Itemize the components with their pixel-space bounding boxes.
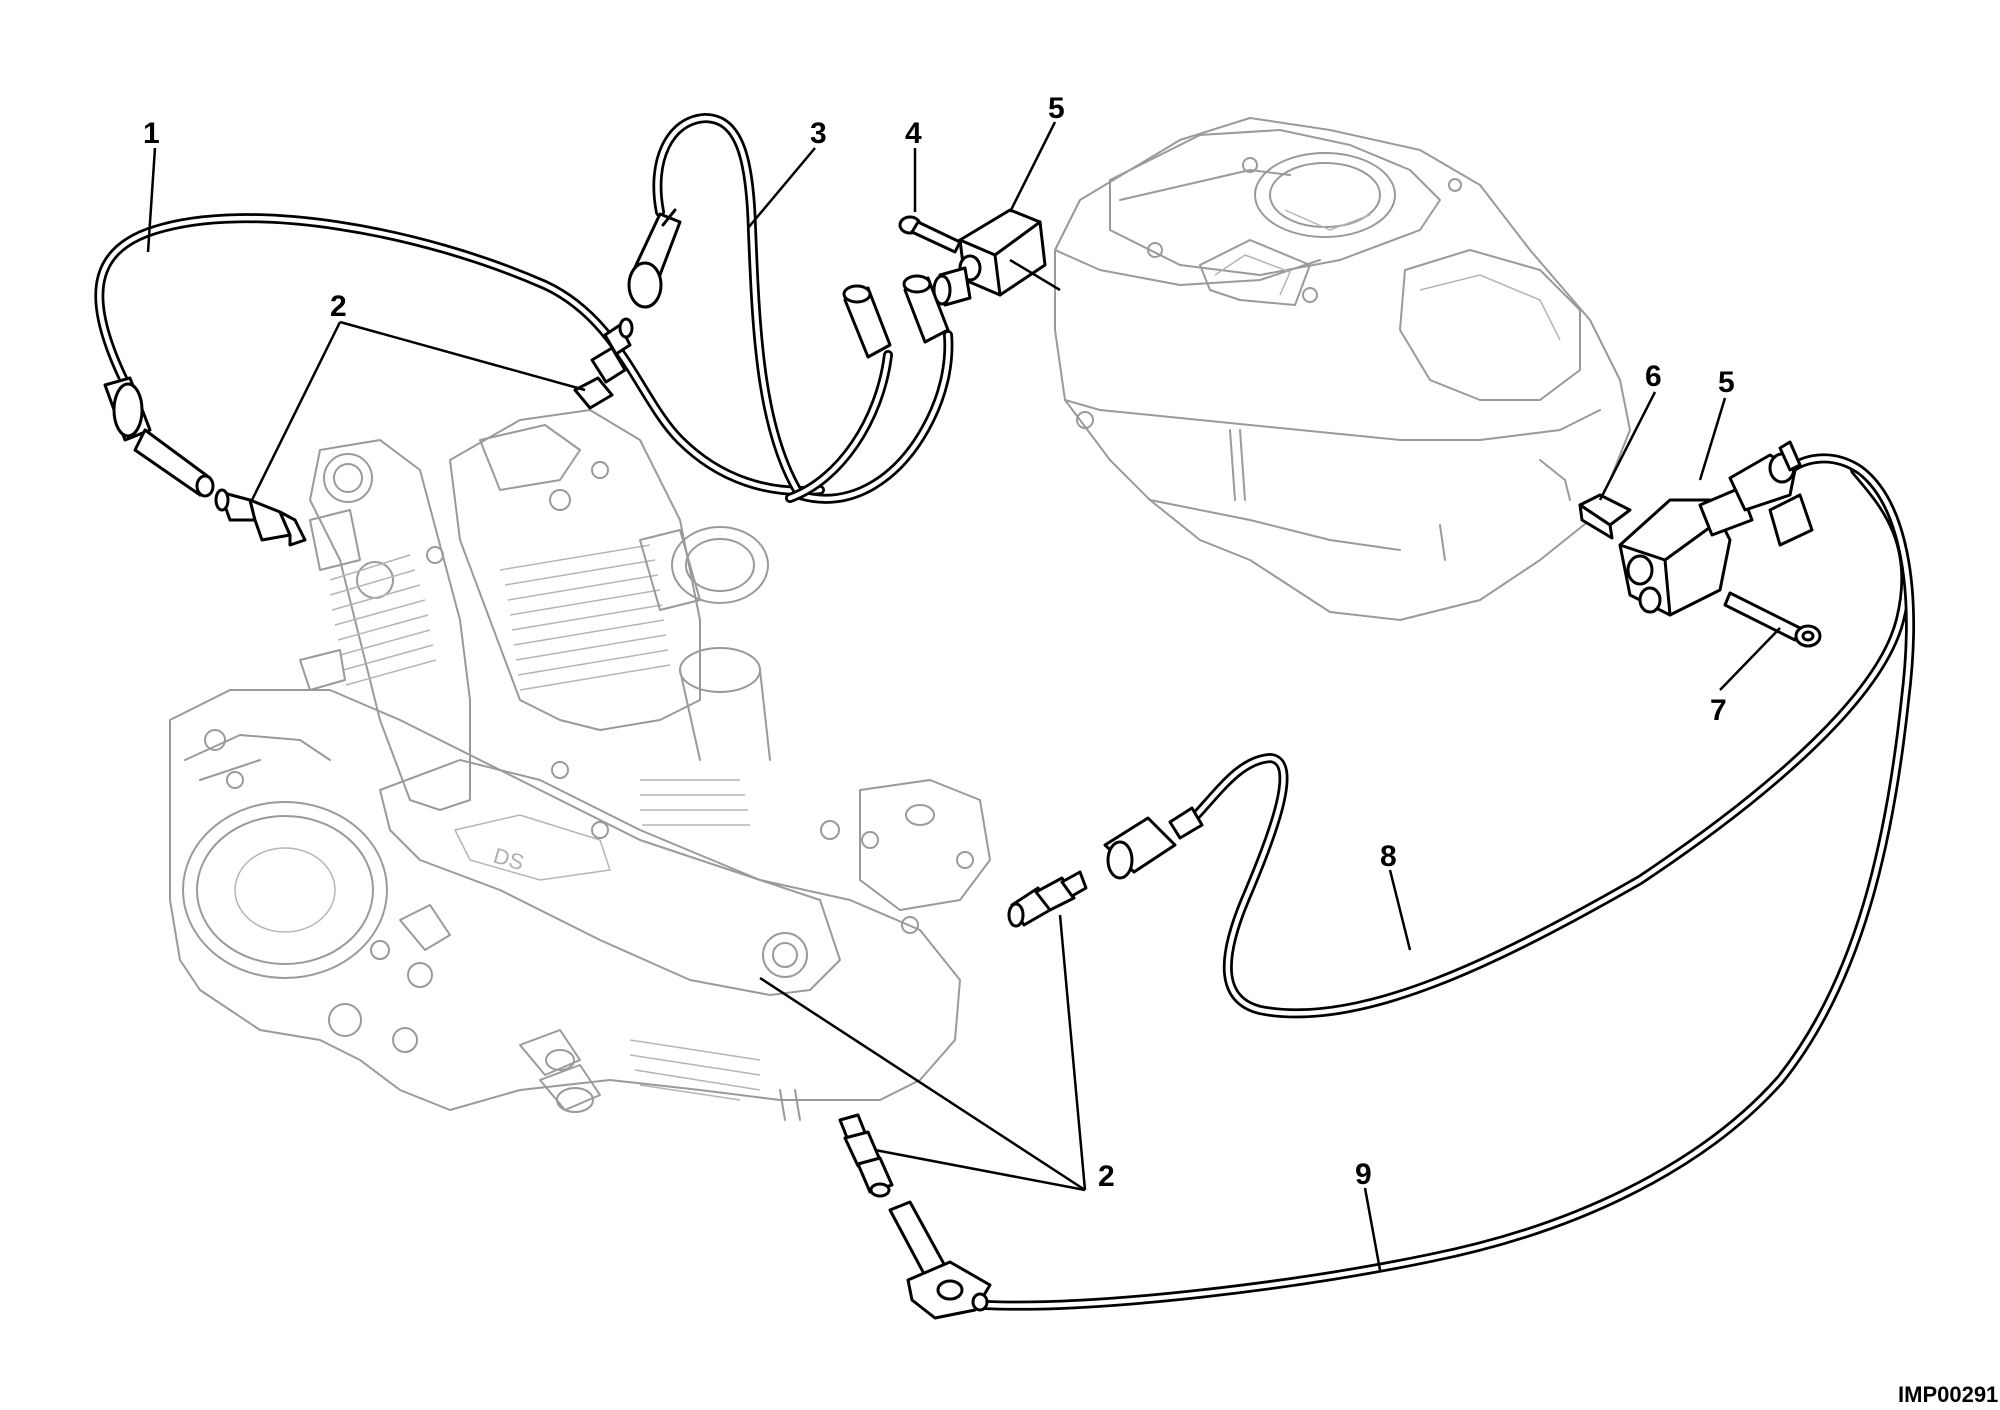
ignition-coil-left bbox=[842, 208, 1047, 359]
screw-part-4 bbox=[898, 215, 962, 254]
spark-plug-top-left bbox=[214, 488, 307, 547]
engine-ghost-illustration: DS bbox=[169, 409, 991, 1121]
ignition-coil-right bbox=[1618, 440, 1814, 617]
spark-plug-bottom bbox=[838, 1113, 894, 1198]
callout-5-left: 5 bbox=[1048, 92, 1065, 125]
callout-9: 9 bbox=[1355, 1158, 1372, 1191]
callout-8: 8 bbox=[1380, 840, 1397, 873]
callout-7: 7 bbox=[1710, 694, 1727, 727]
plug-cap-cable-1 bbox=[103, 376, 215, 498]
callout-6: 6 bbox=[1645, 360, 1662, 393]
plug-cap-cable-8 bbox=[1103, 806, 1204, 880]
coil-lead-left bbox=[785, 350, 893, 503]
callout-1: 1 bbox=[143, 117, 160, 150]
svg-text:DS: DS bbox=[491, 843, 527, 875]
callout-3: 3 bbox=[810, 117, 827, 150]
callout-labels: 1 2 2 3 4 5 5 6 7 8 9 bbox=[143, 92, 1735, 1193]
screw-part-7 bbox=[1723, 591, 1822, 648]
hv-cable-1 bbox=[94, 213, 825, 496]
spacer-part-6 bbox=[1578, 493, 1632, 540]
callout-4: 4 bbox=[905, 117, 922, 150]
leader-lines bbox=[146, 121, 1781, 1271]
plug-cap-cable-9 bbox=[888, 1200, 992, 1320]
plug-cap-cable-3 bbox=[627, 208, 682, 309]
callout-2-top: 2 bbox=[330, 290, 347, 323]
hv-cable-9 bbox=[980, 453, 1915, 1311]
callout-2-bottom: 2 bbox=[1098, 1160, 1115, 1193]
spark-plug-middle bbox=[1007, 870, 1088, 928]
figure-reference-code: IMP00291 bbox=[1898, 1382, 1998, 1407]
callout-5-right: 5 bbox=[1718, 366, 1735, 399]
spark-plug-top-middle bbox=[573, 317, 634, 410]
hv-cable-8 bbox=[1187, 465, 1911, 1019]
hv-cable-3 bbox=[652, 113, 954, 504]
airbox-ghost-illustration bbox=[1054, 117, 1631, 621]
